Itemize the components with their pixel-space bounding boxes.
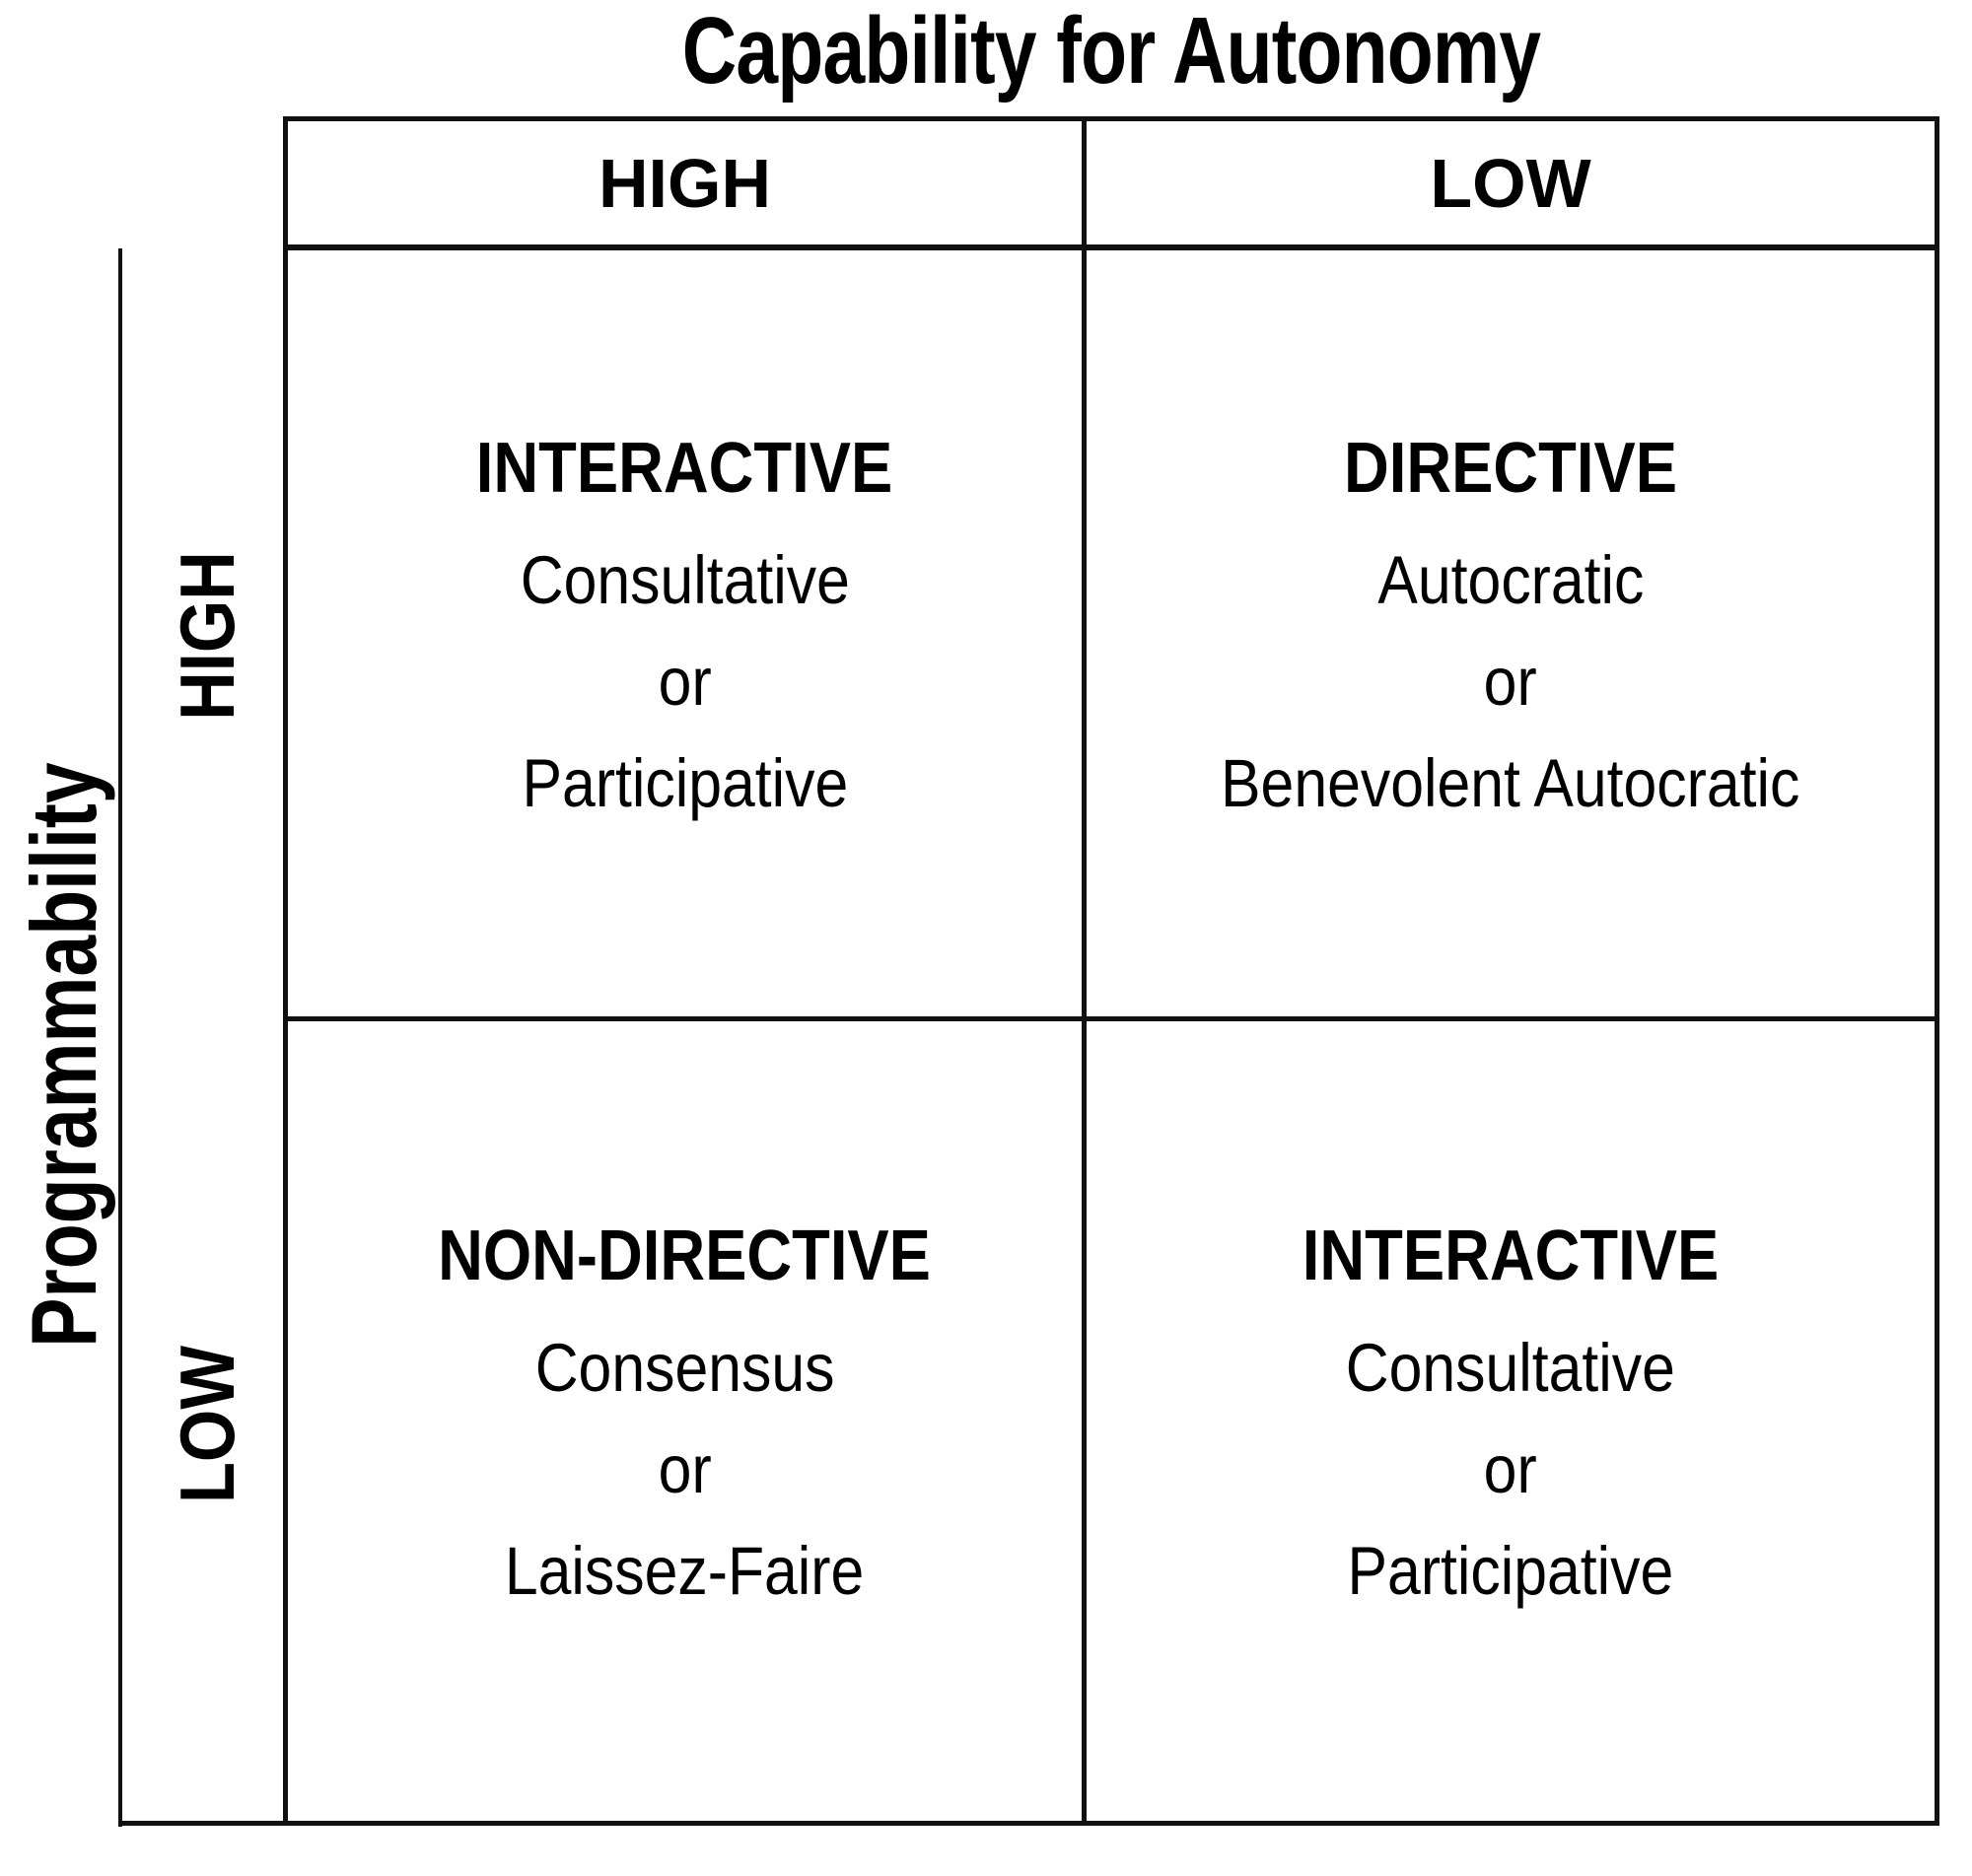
- quadrant-high-low: DIRECTIVE Autocratic or Benevolent Autoc…: [1087, 250, 1935, 1016]
- quadrant-line: Autocratic: [1377, 542, 1644, 618]
- y-axis-label: Programmability: [12, 762, 115, 1348]
- row-label-column-left-border: [118, 248, 122, 1827]
- quadrant-line: Consensus: [534, 1330, 835, 1406]
- matrix-body: INTERACTIVE Consultative or Participativ…: [283, 250, 1939, 1826]
- quadrant-line: Consultative: [1345, 1330, 1676, 1406]
- quadrant-heading: INTERACTIVE: [476, 429, 893, 508]
- row-label-column-bottom-border: [118, 1821, 288, 1826]
- quadrant-line: Consultative: [520, 542, 850, 618]
- quadrant-line: Benevolent Autocratic: [1221, 745, 1800, 821]
- quadrant-line: or: [658, 1431, 712, 1507]
- quadrant-line: or: [658, 644, 712, 720]
- quadrant-line: or: [1483, 1431, 1537, 1507]
- quadrant-line: Participative: [522, 745, 848, 821]
- row-header-low: LOW: [164, 1345, 250, 1504]
- quadrant-low-high: NON-DIRECTIVE Consensus or Laissez-Faire: [288, 1021, 1087, 1821]
- quadrant-high-high: INTERACTIVE Consultative or Participativ…: [288, 250, 1087, 1016]
- column-header-row: HIGH LOW: [283, 116, 1939, 250]
- page-title: Capability for Autonomy: [681, 0, 1541, 104]
- quadrant-line: Laissez-Faire: [505, 1533, 865, 1609]
- column-header-low: LOW: [1430, 144, 1591, 222]
- column-header-high: HIGH: [288, 121, 1087, 244]
- quadrant-line: or: [1483, 644, 1537, 720]
- row-header-high: HIGH: [164, 551, 250, 721]
- quadrant-low-low: INTERACTIVE Consultative or Participativ…: [1087, 1021, 1935, 1821]
- matrix-row-high: INTERACTIVE Consultative or Participativ…: [288, 250, 1935, 1021]
- quadrant-heading: NON-DIRECTIVE: [438, 1216, 932, 1295]
- quadrant-line: Participative: [1347, 1533, 1674, 1609]
- quadrant-heading: INTERACTIVE: [1302, 1216, 1720, 1295]
- matrix-row-low: NON-DIRECTIVE Consensus or Laissez-Faire…: [288, 1021, 1935, 1821]
- quadrant-heading: DIRECTIVE: [1344, 429, 1677, 508]
